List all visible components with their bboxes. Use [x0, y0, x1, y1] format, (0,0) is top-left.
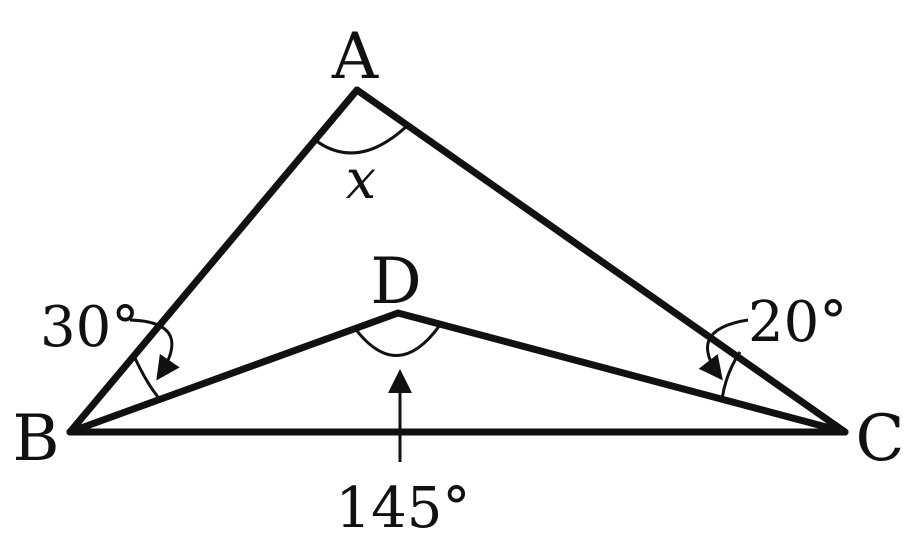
- vertex-label-d: D: [370, 245, 421, 319]
- leader-arrow-30: [129, 318, 180, 381]
- angle-arc-d: [352, 324, 442, 357]
- vertex-label-a: A: [331, 20, 379, 94]
- vertex-label-c: C: [856, 402, 905, 476]
- angle-label-30: 30°: [40, 295, 139, 360]
- angle-label-145: 145°: [336, 476, 471, 541]
- side-ab: [66, 86, 361, 436]
- leader-arrow-20: [698, 318, 749, 381]
- angle-arc-c: [720, 351, 742, 400]
- angle-label-x: x: [346, 148, 376, 211]
- side-ac: [353, 86, 849, 436]
- triangle-abc: [66, 86, 849, 436]
- angle-arc-b: [132, 355, 160, 398]
- angle-arc-a: [314, 123, 410, 155]
- angle-label-20: 20°: [748, 290, 847, 355]
- vertex-label-b: B: [12, 402, 59, 476]
- segment-dc: [394, 309, 849, 436]
- segment-bd: [66, 309, 402, 436]
- inner-segments: [66, 309, 849, 436]
